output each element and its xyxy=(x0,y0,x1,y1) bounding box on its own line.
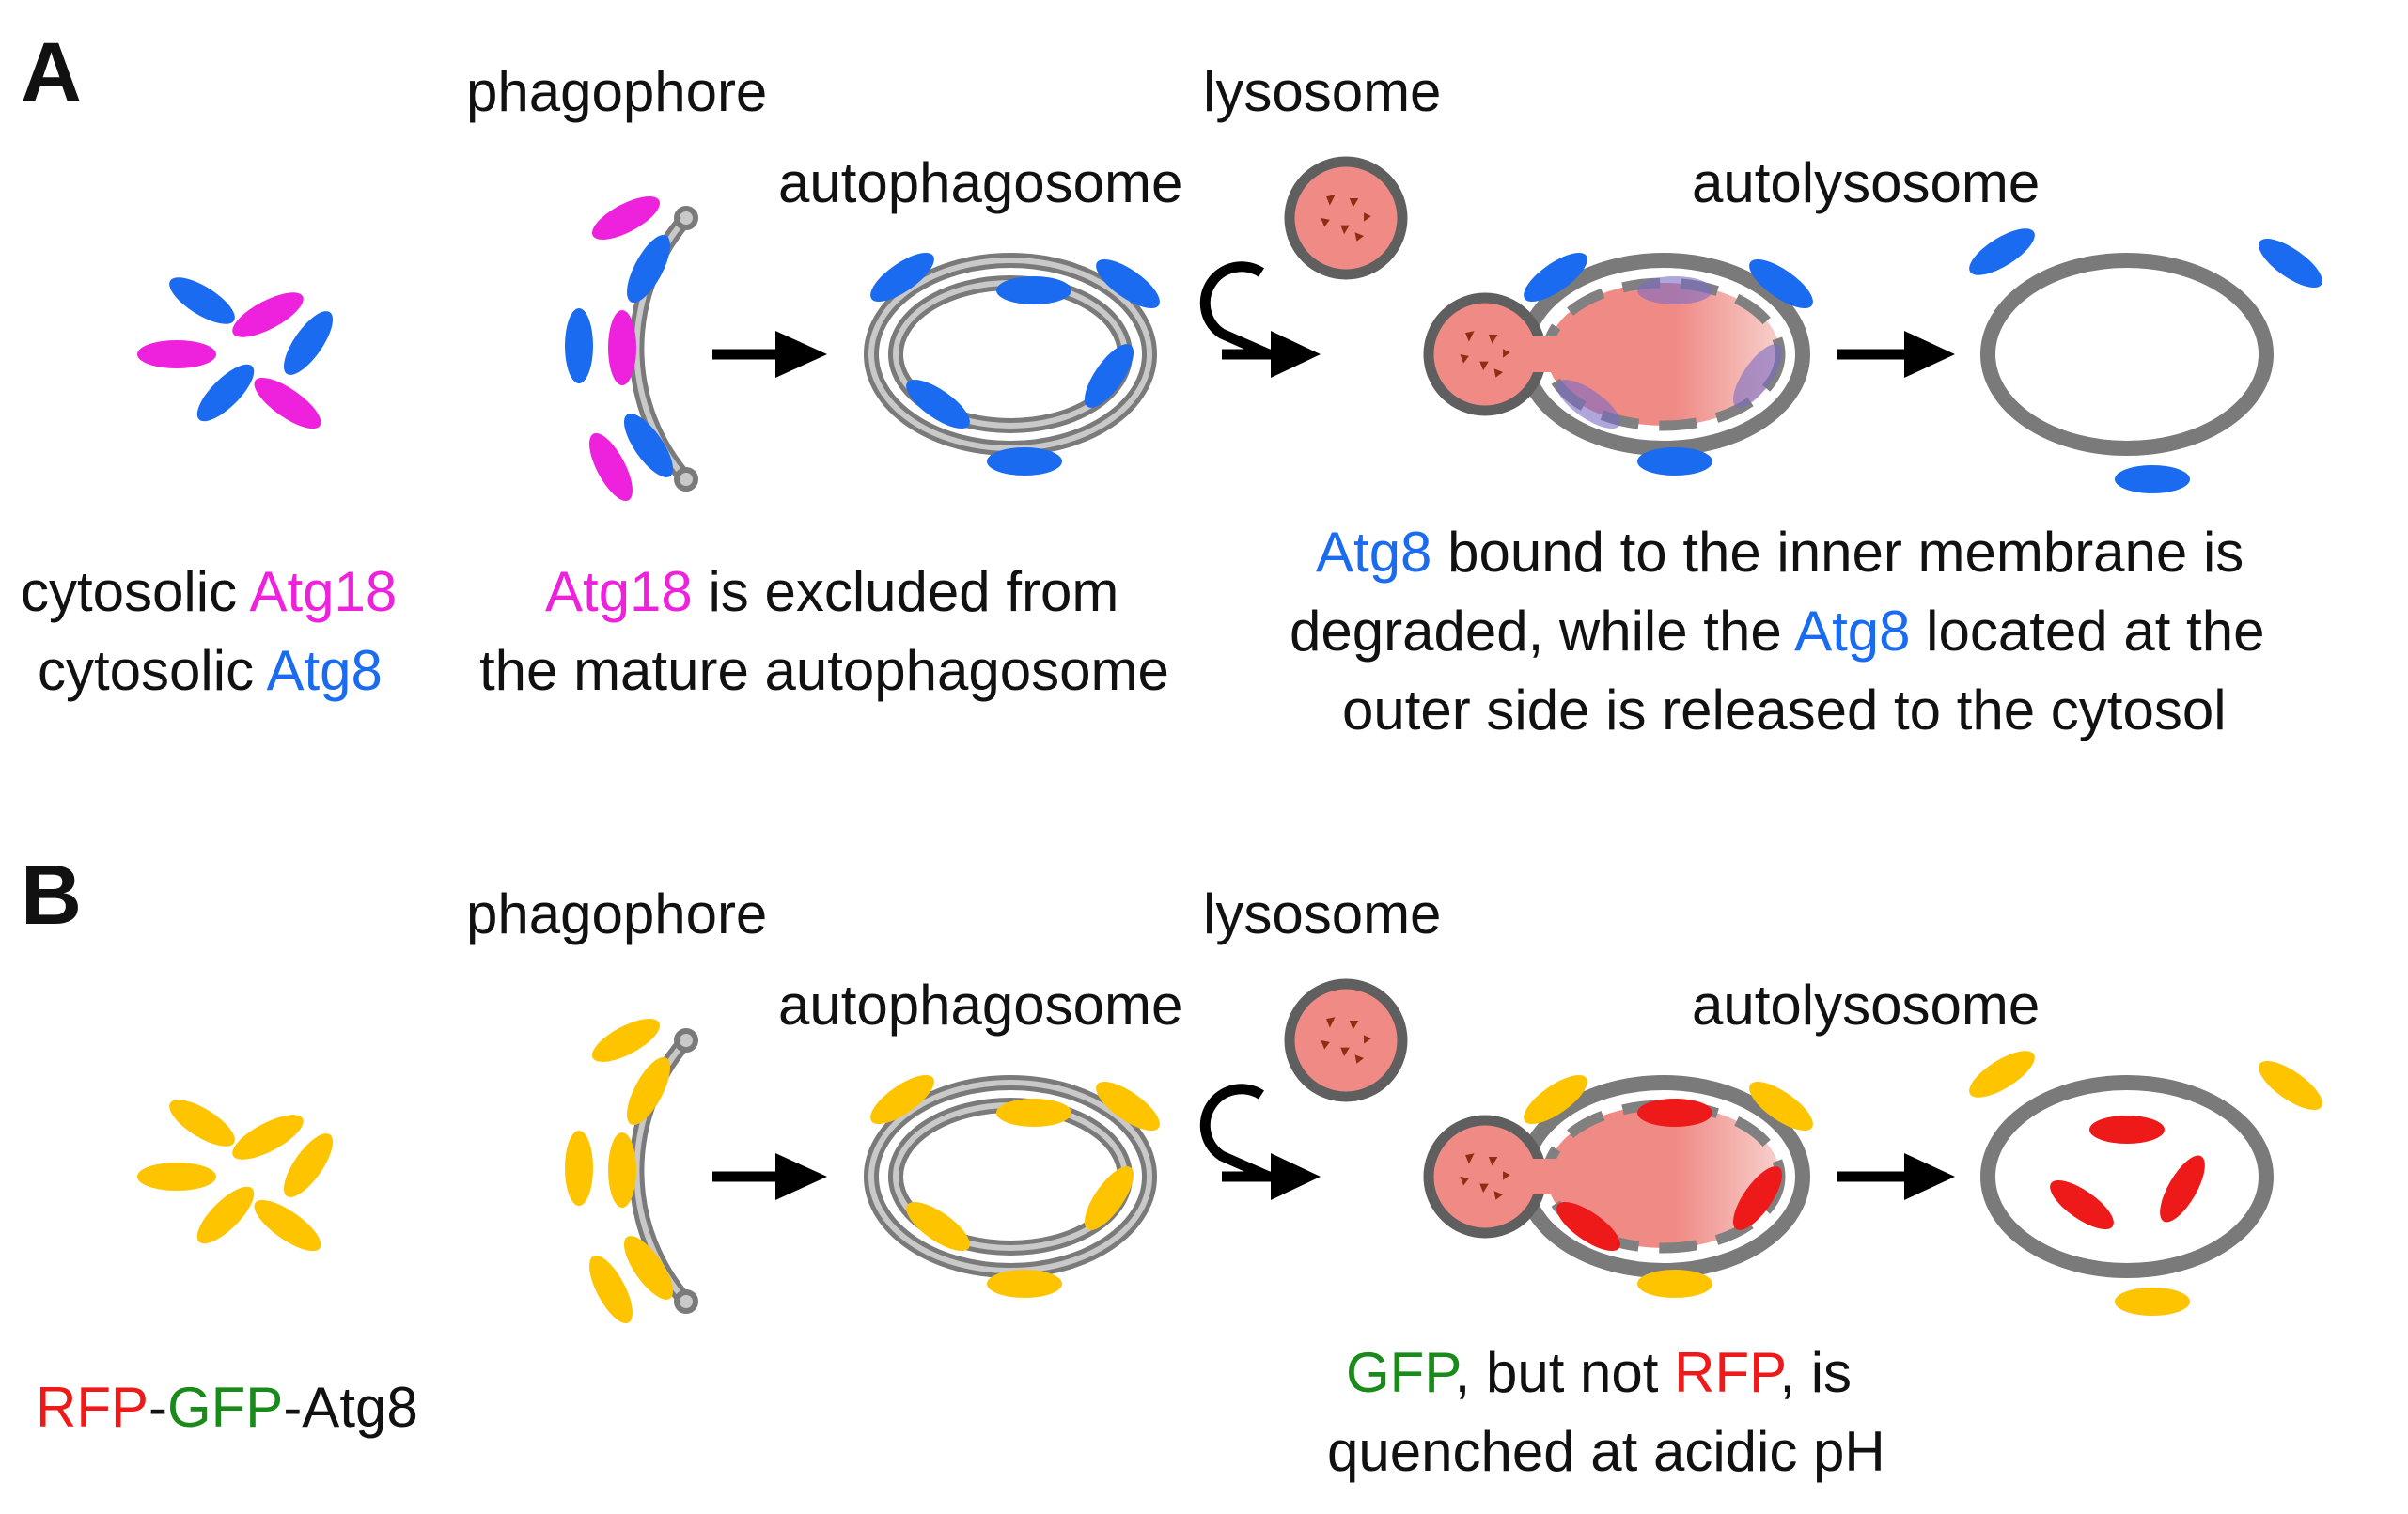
rfp-gfp-atg8-protein xyxy=(1084,1166,1134,1230)
atg18-protein xyxy=(137,340,216,368)
rfp-gfp-atg8-protein xyxy=(591,1019,661,1062)
arrow-fusion xyxy=(1199,261,1321,378)
panel-b: B phagophore lysosome autophagosome auto… xyxy=(21,849,2322,1483)
rfp-gfp-atg8-protein xyxy=(232,1115,304,1160)
rfp-gfp-atg8-protein xyxy=(283,1133,334,1197)
arrow-phagophore-to-autophagosome xyxy=(712,331,827,378)
atg8-protein xyxy=(627,234,670,304)
panel-a-lysosome-label: lysosome xyxy=(1203,60,1441,123)
caption-atg8-degraded-line3: outer side is released to the cytosol xyxy=(1342,679,2227,741)
autophagosome xyxy=(864,252,1160,476)
rfp-gfp-atg8-protein xyxy=(870,1074,934,1125)
caption-atg8-degraded-line1: Atg8 bound to the inner membrane is xyxy=(1316,521,2244,584)
atg18-protein xyxy=(591,196,661,240)
caption-atg8-degraded-line2: degraded, while the Atg8 located at the xyxy=(1290,600,2264,663)
phagophore xyxy=(565,1019,698,1324)
rfp-gfp-atg8-protein xyxy=(608,1132,636,1208)
atg8-protein xyxy=(1637,447,1712,476)
atg8-protein xyxy=(906,379,970,429)
panel-a-letter: A xyxy=(21,26,82,120)
phagophore xyxy=(565,196,698,502)
cytosolic-protein-cluster xyxy=(137,277,334,429)
arrow-phagophore-to-autophagosome xyxy=(712,1153,827,1200)
atg8-protein xyxy=(1749,258,1813,309)
autophagosome xyxy=(864,1074,1160,1298)
rfp-gfp-atg8-protein xyxy=(906,1201,970,1252)
arrow-fusion xyxy=(1199,1084,1321,1200)
panel-b-autophagosome-label: autophagosome xyxy=(778,974,1182,1037)
caption-cytosolic-atg18: cytosolic Atg18 xyxy=(21,560,397,623)
atg18-protein xyxy=(232,292,304,337)
atg8-protein xyxy=(1084,344,1134,408)
rfp-gfp-atg8-protein-released xyxy=(2259,1060,2322,1111)
caption-reporter: RFP-GFP-Atg8 xyxy=(36,1376,418,1439)
caption-atg18-excluded-line2: the mature autophagosome xyxy=(479,639,1169,702)
atg8-protein xyxy=(169,277,235,324)
panel-a: A phagophore lysosome autophagosome auto… xyxy=(21,26,2322,741)
rfp-protein xyxy=(1556,1201,1620,1252)
panel-b-lysosome-label: lysosome xyxy=(1203,882,1441,945)
autolysosome xyxy=(1969,228,2322,493)
panel-a-phagophore-label: phagophore xyxy=(466,60,767,123)
arrow-to-autolysosome xyxy=(1837,1153,1955,1200)
rfp-gfp-atg8-protein xyxy=(196,1186,255,1244)
caption-cytosolic-atg8: cytosolic Atg8 xyxy=(38,639,383,702)
atg8-protein xyxy=(565,308,593,383)
autolysosome xyxy=(1969,1051,2322,1316)
arrow-to-autolysosome xyxy=(1837,331,1955,378)
rfp-protein xyxy=(1732,1166,1783,1230)
panel-b-autolysosome-label: autolysosome xyxy=(1692,974,2040,1037)
atg18-protein xyxy=(589,432,633,502)
rfp-gfp-atg8-protein xyxy=(254,1199,321,1252)
rfp-gfp-atg8-protein xyxy=(623,1236,674,1300)
rfp-protein xyxy=(2050,1179,2114,1230)
atg8-protein xyxy=(283,311,334,375)
atg8-protein-released xyxy=(2259,238,2322,289)
rfp-gfp-atg8-protein xyxy=(1524,1074,1587,1125)
atg8-protein-fading xyxy=(1732,344,1783,408)
atg8-protein xyxy=(1096,258,1160,309)
rfp-gfp-atg8-protein xyxy=(1637,1270,1712,1298)
rfp-protein xyxy=(2160,1155,2205,1223)
atg18-protein xyxy=(254,377,321,429)
panel-b-letter: B xyxy=(21,849,82,943)
rfp-gfp-atg8-protein xyxy=(137,1163,216,1191)
atg18-protein xyxy=(608,310,636,385)
atg8-protein xyxy=(870,252,934,303)
rfp-gfp-atg8-protein xyxy=(1749,1081,1813,1132)
rfp-gfp-atg8-protein xyxy=(589,1255,633,1324)
atg8-protein xyxy=(987,447,1062,476)
atg8-protein xyxy=(1524,252,1587,303)
autolysosome-fusing xyxy=(1423,1074,1813,1298)
atg8-protein-fading xyxy=(1556,379,1620,429)
atg8-protein-released xyxy=(2115,465,2190,493)
autolysosome-fusing xyxy=(1423,252,1813,476)
rfp-gfp-atg8-protein xyxy=(1096,1081,1160,1132)
reporter-protein-cluster xyxy=(137,1100,334,1252)
lysosome xyxy=(1284,978,1408,1102)
atg8-protein xyxy=(196,364,255,422)
panel-b-phagophore-label: phagophore xyxy=(466,882,767,945)
caption-gfp-quenched-line1: GFP, but not RFP, is xyxy=(1346,1341,1852,1404)
rfp-gfp-atg8-protein xyxy=(627,1056,670,1126)
atg8-protein-fading xyxy=(1637,276,1712,304)
rfp-gfp-atg8-protein xyxy=(987,1270,1062,1298)
caption-atg18-excluded-line1: Atg18 is excluded from xyxy=(545,560,1118,623)
rfp-gfp-atg8-protein-released xyxy=(1969,1051,2035,1098)
rfp-gfp-atg8-protein-released xyxy=(2115,1288,2190,1316)
rfp-protein xyxy=(1637,1099,1712,1127)
rfp-gfp-atg8-protein xyxy=(996,1099,1071,1127)
rfp-protein xyxy=(2089,1116,2165,1144)
atg8-protein xyxy=(996,276,1071,304)
atg8-protein-released xyxy=(1969,228,2035,275)
atg8-protein xyxy=(623,414,674,477)
panel-a-autophagosome-label: autophagosome xyxy=(778,151,1182,214)
panel-a-autolysosome-label: autolysosome xyxy=(1692,151,2040,214)
caption-gfp-quenched-line2: quenched at acidic pH xyxy=(1327,1420,1885,1483)
lysosome xyxy=(1284,156,1408,280)
rfp-gfp-atg8-protein xyxy=(169,1100,235,1147)
rfp-gfp-atg8-protein xyxy=(565,1131,593,1206)
